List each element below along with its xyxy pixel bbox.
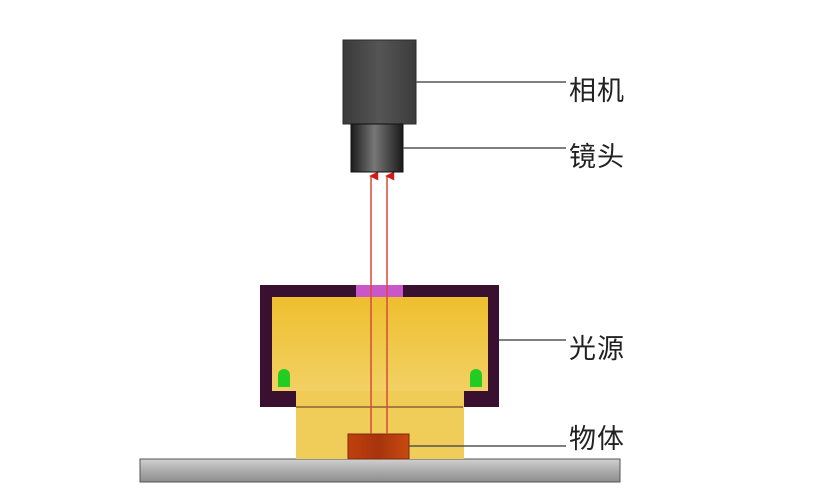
stage bbox=[139, 458, 621, 483]
led-right-icon bbox=[470, 369, 482, 387]
camera-body bbox=[342, 39, 417, 125]
light-rays bbox=[369, 171, 395, 434]
led-left-icon bbox=[278, 369, 290, 387]
label-light-source: 光源 bbox=[569, 334, 625, 365]
label-lens: 镜头 bbox=[569, 142, 625, 173]
lens bbox=[350, 123, 404, 173]
diffuser-window bbox=[356, 285, 403, 297]
label-camera: 相机 bbox=[569, 76, 625, 107]
leader-lines bbox=[403, 81, 566, 447]
label-object: 物体 bbox=[569, 424, 625, 455]
light-source bbox=[260, 285, 499, 408]
object bbox=[347, 433, 410, 460]
